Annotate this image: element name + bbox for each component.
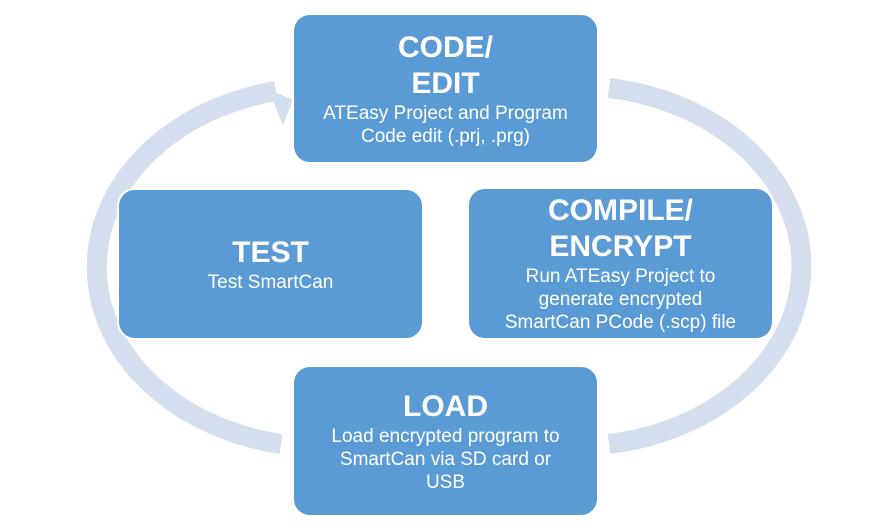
- node-test: TEST Test SmartCan: [117, 188, 424, 340]
- node-title-load: LOAD: [403, 389, 488, 423]
- node-desc-load: Load encrypted program to SmartCan via S…: [331, 425, 560, 493]
- node-desc-compile-encrypt: Run ATEasy Project to generate encrypted…: [504, 266, 737, 333]
- node-title-test: TEST: [232, 235, 309, 269]
- node-load: LOAD Load encrypted program to SmartCan …: [292, 365, 599, 517]
- cycle-arrowhead: [268, 89, 293, 125]
- node-code-edit: CODE/ EDIT ATEasy Project and Program Co…: [292, 13, 599, 164]
- node-compile-encrypt: COMPILE/ ENCRYPT Run ATEasy Project to g…: [467, 187, 774, 340]
- cycle-arc: [86, 78, 812, 454]
- node-desc-test: Test SmartCan: [207, 271, 334, 293]
- node-desc-code-edit: ATEasy Project and Program Code edit (.p…: [323, 102, 568, 147]
- node-title-code-edit: CODE/ EDIT: [397, 30, 493, 100]
- node-title-compile-encrypt: COMPILE/ ENCRYPT: [547, 194, 693, 263]
